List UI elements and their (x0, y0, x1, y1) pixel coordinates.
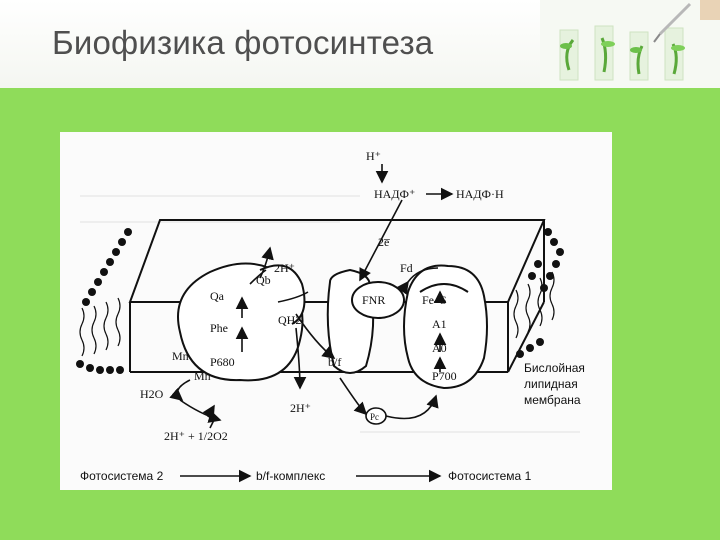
lipid-tails-left (80, 298, 120, 356)
label-o2-equation: 2H⁺ + 1/2O2 (164, 429, 228, 443)
label-membrane-2: липидная (524, 377, 578, 391)
label-fnr: FNR (362, 293, 385, 307)
label-a0: A0 (432, 341, 447, 355)
label-qb: Qb (256, 273, 271, 287)
label-p700: P700 (432, 369, 457, 383)
plants-illustration (540, 0, 720, 88)
label-2h-lower: 2H⁺ (290, 401, 311, 415)
photosynthesis-diagram: H⁺ НАДФ⁺ НАДФ·Н 2e̅ Fd 2H⁺ Qb Qa Phe Mn … (60, 132, 612, 490)
label-h-plus-top: H⁺ (366, 149, 381, 163)
label-mn-2: Mn (194, 369, 211, 383)
label-2e: 2e̅ (378, 235, 391, 249)
label-fe-s: Fe–S (422, 293, 447, 307)
label-qa: Qa (210, 289, 225, 303)
label-pc: Pc (370, 412, 379, 422)
label-photosystem-2: Фотосистема 2 (80, 469, 164, 483)
slide-header: Биофизика фотосинтеза (0, 0, 720, 88)
label-p680: P680 (210, 355, 235, 369)
label-membrane-1: Бислойная (524, 361, 585, 375)
label-bf: b/f (328, 355, 341, 369)
lipid-tails-right (514, 272, 554, 338)
label-bf-complex: b/f-комплекс (256, 469, 325, 483)
label-nadph: НАДФ·Н (456, 187, 504, 201)
label-qh2: QH2 (278, 313, 301, 327)
label-phe: Phe (210, 321, 228, 335)
lipid-heads-left (76, 228, 132, 374)
label-photosystem-1: Фотосистема 1 (448, 469, 532, 483)
label-a1: A1 (432, 317, 447, 331)
label-nadp: НАДФ⁺ (374, 187, 415, 201)
label-h2o: H2O (140, 387, 164, 401)
label-membrane-3: мембрана (524, 393, 581, 407)
label-2h-upper: 2H⁺ (274, 261, 295, 275)
label-fd: Fd (400, 261, 413, 275)
label-mn: Mn (172, 349, 189, 363)
slide-title: Биофизика фотосинтеза (52, 24, 433, 62)
diagram-canvas: H⁺ НАДФ⁺ НАДФ·Н 2e̅ Fd 2H⁺ Qb Qa Phe Mn … (60, 132, 612, 490)
